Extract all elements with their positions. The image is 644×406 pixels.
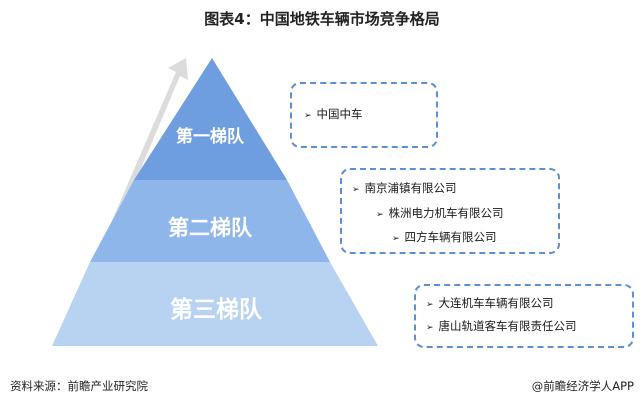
list-item: ➢ 南京浦镇有限公司	[352, 180, 457, 196]
tier-3-shape	[52, 262, 378, 346]
bullet-arrow-icon: ➢	[352, 185, 360, 195]
tier-1-company-box	[290, 82, 438, 148]
tier-1-shape	[134, 58, 287, 180]
list-item: ➢ 唐山轨道客车有限责任公司	[426, 318, 577, 334]
company-name: 株洲电力机车有限公司	[388, 206, 504, 220]
company-name: 南京浦镇有限公司	[364, 181, 457, 195]
company-name: 中国中车	[316, 107, 363, 121]
list-item: ➢ 四方车辆有限公司	[392, 229, 497, 245]
tier-3-label: 第三梯队	[170, 297, 262, 323]
bullet-arrow-icon: ➢	[426, 300, 434, 310]
tier-1-label: 第一梯队	[176, 127, 244, 147]
company-name: 唐山轨道客车有限责任公司	[438, 319, 577, 333]
bullet-arrow-icon: ➢	[426, 323, 434, 333]
tier-2-company-box	[340, 168, 560, 254]
company-name: 大连机车车辆有限公司	[438, 296, 554, 310]
list-item: ➢ 大连机车车辆有限公司	[426, 295, 554, 311]
brand-credit: @前瞻经济学人APP	[531, 379, 634, 393]
tier-3-company-box	[414, 284, 634, 348]
list-item: ➢ 株洲电力机车有限公司	[376, 205, 504, 221]
list-item: ➢ 中国中车	[304, 106, 363, 122]
tier-2-label: 第二梯队	[168, 216, 252, 240]
bullet-arrow-icon: ➢	[392, 234, 400, 244]
company-name: 四方车辆有限公司	[404, 230, 497, 244]
bullet-arrow-icon: ➢	[304, 111, 312, 121]
chart-title: 图表4：中国地铁车辆市场竞争格局	[204, 10, 440, 28]
bullet-arrow-icon: ➢	[376, 210, 384, 220]
tier-2-shape	[90, 180, 330, 262]
source-note: 资料来源：前瞻产业研究院	[10, 379, 148, 393]
